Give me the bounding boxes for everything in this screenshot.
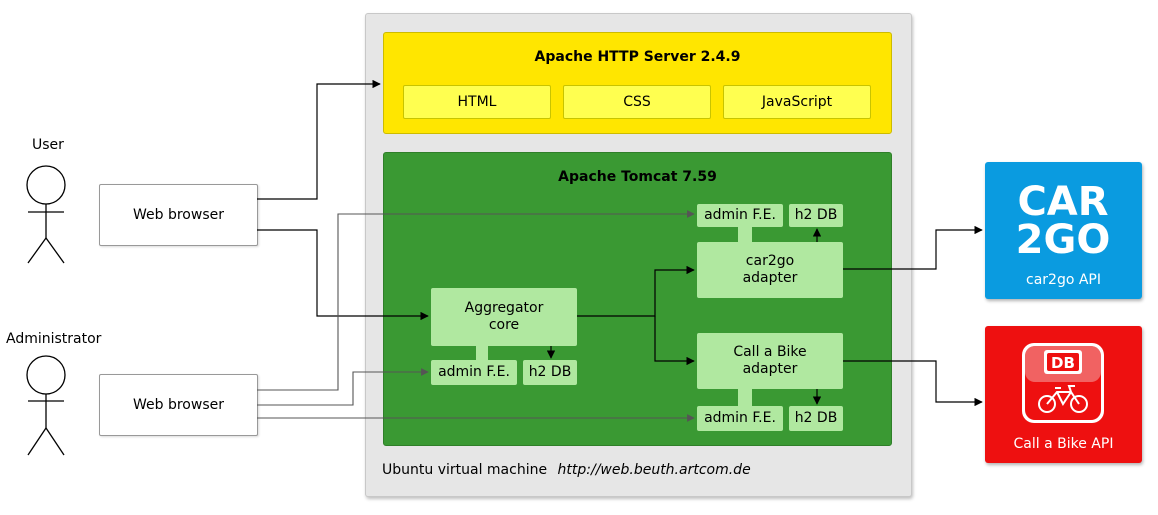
connector-stub	[476, 346, 488, 360]
callabike-api-label: Call a Bike API	[1013, 436, 1114, 452]
car2go-h2db: h2 DB	[789, 204, 843, 227]
user-label: User	[32, 137, 64, 153]
car2go-admin-fe: admin F.E.	[697, 204, 783, 227]
callabike-h2db: h2 DB	[789, 406, 843, 431]
html-component: HTML	[403, 85, 551, 119]
arrow-car2go-to-api	[843, 225, 983, 270]
car2go-logo-line1: CAR	[1017, 179, 1108, 225]
aggregator-admin-fe: admin F.E.	[431, 360, 517, 385]
arrow-aggregator-to-callabike	[654, 316, 695, 366]
user-web-browser: Web browser	[99, 184, 258, 246]
car2go-logo: CAR 2GO	[1016, 179, 1111, 263]
arrow-aggregator-to-car2go	[577, 265, 695, 317]
apache-title: Apache HTTP Server 2.4.9	[534, 49, 741, 65]
css-component: CSS	[563, 85, 711, 119]
arrow-user-to-apache	[257, 79, 381, 200]
javascript-component: JavaScript	[723, 85, 871, 119]
callabike-adapter-line1: Call a Bike	[733, 344, 807, 360]
user-actor-icon	[26, 165, 66, 264]
callabike-logo: DB	[1022, 343, 1104, 423]
bike-icon	[1038, 385, 1088, 413]
vm-url: http://web.beuth.artcom.de	[557, 462, 751, 478]
callabike-admin-fe: admin F.E.	[697, 406, 783, 431]
arrow-callabike-to-api	[843, 360, 983, 407]
car2go-api-label: car2go API	[1026, 272, 1101, 288]
car2go-adapter: car2go adapter	[697, 242, 843, 298]
arrow-admin-to-aggregator-admin	[257, 368, 429, 406]
administrator-label: Administrator	[6, 331, 102, 347]
vm-footer: Ubuntu virtual machine http://web.beuth.…	[382, 462, 751, 478]
callabike-adapter: Call a Bike adapter	[697, 333, 843, 389]
car2go-logo-line2: 2GO	[1016, 217, 1111, 263]
aggregator-h2db: h2 DB	[523, 360, 577, 385]
callabike-adapter-line2: adapter	[742, 361, 798, 377]
db-logo-text: DB	[1051, 354, 1075, 372]
connector-stub	[738, 227, 752, 242]
admin-web-browser: Web browser	[99, 374, 258, 436]
tomcat-title: Apache Tomcat 7.59	[558, 169, 717, 185]
aggregator-line1: Aggregator	[464, 300, 544, 316]
car2go-api: CAR 2GO car2go API	[985, 162, 1142, 299]
arrow-user-to-aggregator	[257, 229, 429, 321]
arrow-admin-to-car2go-admin	[257, 210, 695, 391]
connector-stub	[738, 389, 752, 406]
callabike-api: DB Call a Bike API	[985, 326, 1142, 463]
aggregator-core: Aggregator core	[431, 288, 577, 346]
administrator-actor-icon	[26, 355, 66, 456]
aggregator-line2: core	[488, 317, 520, 333]
car2go-adapter-line2: adapter	[742, 270, 798, 286]
vm-label: Ubuntu virtual machine	[382, 462, 548, 478]
car2go-adapter-line1: car2go	[745, 253, 795, 269]
